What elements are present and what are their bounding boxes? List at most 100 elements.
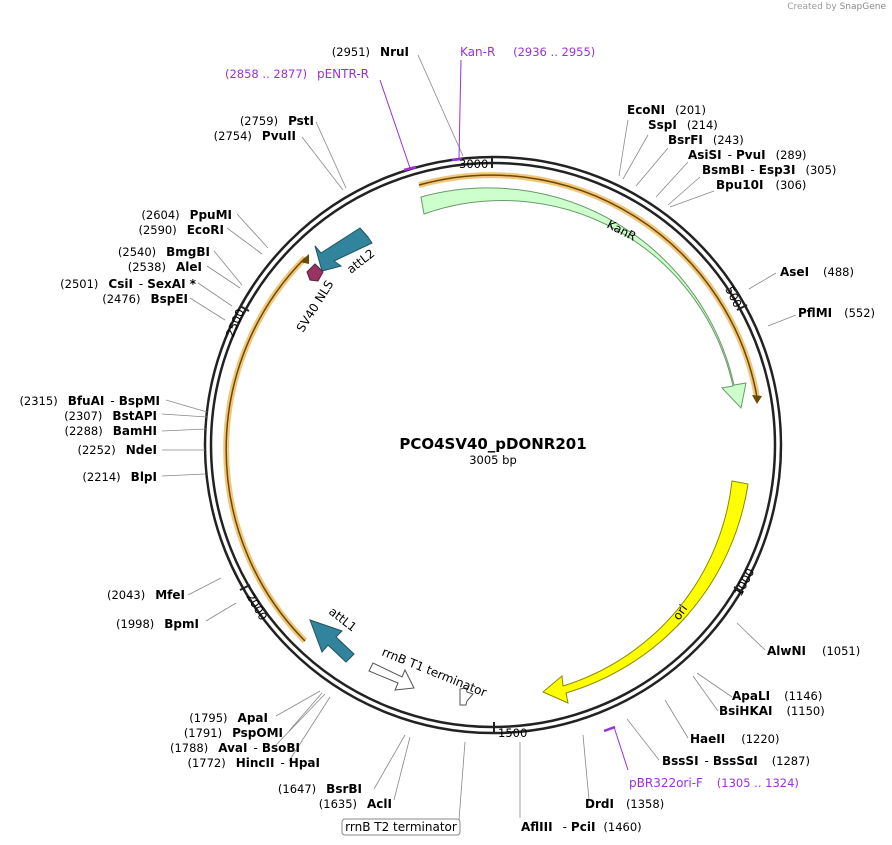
site-labels-left: (1635)AclI (1647)BsrBI (1772)HincII-HpaI… xyxy=(19,45,409,811)
leader-line xyxy=(669,190,715,208)
plasmid-name: PCO4SV40_pDONR201 xyxy=(399,435,586,453)
kanr-label: KanR xyxy=(605,217,639,244)
site-label-sspi[interactable]: SspI(214) xyxy=(648,118,718,132)
site-name: NdeI xyxy=(126,443,157,457)
site-label-hincii-hpai[interactable]: (1772)HincII-HpaI xyxy=(187,756,320,770)
site-label-ppumi[interactable]: (2604)PpuMI xyxy=(141,208,232,222)
site-label-csii-sexai[interactable]: (2501)CsiI-SexAI * xyxy=(60,277,197,291)
site-label-alei[interactable]: (2538)AleI xyxy=(128,260,202,274)
site-position: (1287) xyxy=(772,754,810,768)
leader-line xyxy=(161,473,206,477)
site-position: (2590) xyxy=(138,223,176,237)
leader-line xyxy=(315,121,347,189)
leader-lines xyxy=(161,54,797,821)
site-name: BfuAI xyxy=(68,394,105,408)
site-label-bpmi[interactable]: (1998)BpmI xyxy=(116,617,199,631)
site-label-blpi[interactable]: (2214)BlpI xyxy=(82,470,157,484)
site-label-acli[interactable]: (1635)AclI xyxy=(319,797,392,811)
site-name: AlwNI xyxy=(767,644,806,658)
site-label-nrui[interactable]: (2951)NruI xyxy=(332,45,409,59)
leader-line xyxy=(692,675,719,712)
site-label-bfuai-bspmi[interactable]: (2315)BfuAI-BspMI xyxy=(19,394,160,408)
primer-name: pBR322ori-F xyxy=(629,776,703,790)
sv40-nls-label: SV40 NLS xyxy=(294,278,337,335)
site-name: SspI xyxy=(648,118,677,132)
site-name: BlpI xyxy=(131,470,157,484)
site-label-pvuii[interactable]: (2754)PvuII xyxy=(214,129,296,143)
site-label-bsssi-bsssai[interactable]: BssSI-BssSαI(1287) xyxy=(662,754,810,768)
site-label-mfei[interactable]: (2043)MfeI xyxy=(107,588,185,602)
rrnb-t1-label: rrnB T1 terminator xyxy=(380,645,489,700)
leader-line xyxy=(301,136,344,191)
leader-line xyxy=(161,413,208,418)
site-name-2: BspMI xyxy=(119,394,160,408)
site-name: BssSI xyxy=(662,754,699,768)
site-labels-right: EcoNI(201) SspI(214) BsrFI(243) AsiSI-Pv… xyxy=(521,103,875,834)
rrnb-t1-feature[interactable] xyxy=(368,662,415,691)
site-label-econi[interactable]: EcoNI(201) xyxy=(627,103,706,117)
site-label-pflmi[interactable]: PflMI(552) xyxy=(798,306,875,320)
leader-line xyxy=(373,734,406,790)
site-label-avai-bsobi[interactable]: (1788)AvaI-BsoBI xyxy=(170,741,300,755)
tick-mark-1000 xyxy=(733,586,744,593)
site-label-bpu10i[interactable]: Bpu10I(306) xyxy=(716,178,806,192)
site-label-bsmbi-esp3i[interactable]: BsmBI-Esp3I(305) xyxy=(702,163,836,177)
sv40-nls-feature[interactable] xyxy=(306,263,324,282)
site-label-pspomi[interactable]: (1791)PspOMI xyxy=(184,726,283,740)
site-label-bsrfi[interactable]: BsrFI(243) xyxy=(668,133,744,147)
site-name: PspOMI xyxy=(232,726,283,740)
tick-label-3000: 3000 xyxy=(459,157,488,171)
primer-name: pENTR-R xyxy=(317,67,369,81)
site-position: (1051) xyxy=(822,644,860,658)
leader-line xyxy=(767,314,797,327)
site-name: ApaLI xyxy=(732,689,770,703)
tick-mark-500 xyxy=(736,304,748,311)
site-label-bamhi[interactable]: (2288)BamHI xyxy=(64,424,157,438)
site-label-bsrbi[interactable]: (1647)BsrBI xyxy=(278,782,362,796)
site-separator: - xyxy=(110,394,114,408)
attl1-feature[interactable] xyxy=(309,619,355,663)
rrnb-t2-label: rrnB T2 terminator xyxy=(345,820,457,834)
site-label-haeii[interactable]: HaeII(1220) xyxy=(690,732,779,746)
leader-line xyxy=(197,282,233,307)
site-label-ndei[interactable]: (2252)NdeI xyxy=(78,443,158,457)
ori-feature[interactable] xyxy=(542,480,749,704)
leader-line xyxy=(213,250,243,286)
site-name: MfeI xyxy=(155,588,185,602)
site-label-apai[interactable]: (1795)ApaI xyxy=(189,711,268,725)
site-separator: - xyxy=(254,741,258,755)
leader-line xyxy=(417,54,464,157)
site-position: (305) xyxy=(806,163,837,177)
site-position: (1772) xyxy=(187,756,225,770)
site-name-2: SexAI * xyxy=(147,277,196,291)
leader-line xyxy=(696,672,733,698)
site-name-2: PvuI xyxy=(736,148,766,162)
site-label-alwni[interactable]: AlwNI (1051) xyxy=(767,644,860,658)
site-label-asei[interactable]: AseI(488) xyxy=(780,265,854,279)
site-label-bspei[interactable]: (2476)BspEI xyxy=(102,292,188,306)
site-label-bstapi[interactable]: (2307)BstAPI xyxy=(64,409,157,423)
site-label-afliii-pcii[interactable]: AflIII-PciI(1460) xyxy=(521,820,642,834)
site-label-ecori[interactable]: (2590)EcoRI xyxy=(138,223,224,237)
site-name: BstAPI xyxy=(112,409,157,423)
leader-line xyxy=(393,736,411,801)
site-label-asisi-pvui[interactable]: AsiSI-PvuI(289) xyxy=(688,148,807,162)
leader-line xyxy=(667,176,701,206)
site-label-apali[interactable]: ApaLI(1146) xyxy=(732,689,822,703)
primer-mark-kan-r xyxy=(451,157,463,162)
site-position: (1998) xyxy=(116,617,154,631)
site-name: ApaI xyxy=(238,711,268,725)
site-label-bsihkai[interactable]: BsiHKAI(1150) xyxy=(719,704,825,718)
rrnb-t2-feature[interactable] xyxy=(459,687,474,706)
leader-line xyxy=(226,227,263,255)
leader-line xyxy=(288,692,323,732)
kanr-feature[interactable] xyxy=(420,187,747,410)
site-position: (1220) xyxy=(741,732,779,746)
site-label-drdi[interactable]: DrdI(1358) xyxy=(585,797,664,811)
site-label-psti[interactable]: (2759)PstI xyxy=(240,114,314,128)
tick-mark-2500 xyxy=(239,305,250,312)
site-name: AseI xyxy=(780,265,809,279)
site-name: AclI xyxy=(367,797,392,811)
leader-line xyxy=(236,213,269,249)
site-label-bmgbi[interactable]: (2540)BmgBI xyxy=(118,245,210,259)
